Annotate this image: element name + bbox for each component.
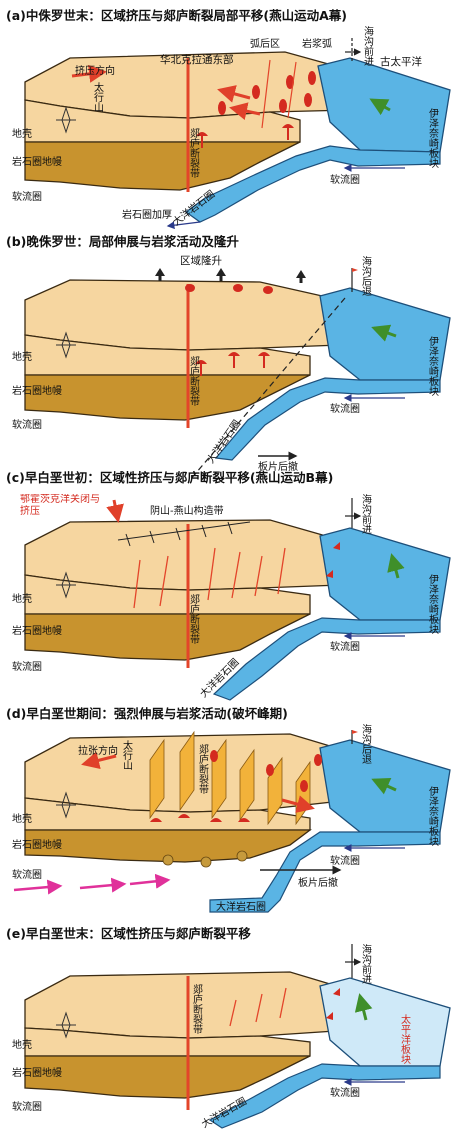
label-asth-c: 软流圈 [12, 660, 42, 673]
label-backarc-a: 弧后区 [250, 37, 280, 50]
panel-b-title: (b)晚侏罗世：局部伸展与岩浆活动及隆升 [6, 234, 239, 249]
label-nce-a: 华北克拉通东部 [160, 53, 234, 66]
label-asth-right-c: 软流圈 [330, 640, 360, 653]
label-mantle-e: 岩石圈地幔 [12, 1066, 62, 1079]
label-compress-a: 挤压方向 [75, 64, 115, 77]
label-asth-right-a: 软流圈 [330, 173, 360, 186]
label-taihang-a: 太行山 [92, 81, 104, 112]
panel-e: (e)早白垩世末：区域性挤压与郯庐断裂平移 地壳 岩石圈地幔 软流圈 软流圈 郯… [6, 926, 451, 1131]
label-asth-a: 软流圈 [12, 190, 42, 203]
panel-d-title: (d)早白垩世期间：强烈伸展与岩浆活动(破坏峰期) [6, 706, 288, 721]
label-thickening-a: 岩石圈加厚 [122, 208, 172, 221]
label-trench-b: 海沟后退 [360, 255, 372, 296]
label-asth-e: 软流圈 [12, 1100, 42, 1113]
panel-e-title: (e)早白垩世末：区域性挤压与郯庐断裂平移 [6, 926, 251, 941]
label-fault-e: 郯庐断裂带 [191, 983, 203, 1035]
label-trench-a: 海沟前进 [362, 25, 374, 66]
label-plate-c: 伊泽奈崎板块 [427, 574, 439, 635]
label-asth-b: 软流圈 [12, 418, 42, 431]
label-plate-a: 伊泽奈崎板块 [427, 108, 439, 169]
label-trench-e: 海沟前进 [360, 943, 372, 984]
label-asth-right-e: 软流圈 [330, 1086, 360, 1099]
label-yinshan-c: 阴山-燕山构造带 [150, 504, 224, 517]
label-plate-b: 伊泽奈崎板块 [427, 336, 439, 397]
label-pacific-a: 古太平洋 [380, 55, 422, 68]
label-arc-a: 岩浆弧 [302, 37, 332, 50]
label-plate-e: 太平洋板块 [399, 1013, 411, 1065]
label-trench-c: 海沟前进 [360, 493, 372, 534]
label-crust-c: 地壳 [12, 592, 32, 605]
label-crust-a: 地壳 [12, 127, 32, 140]
label-fault-a: 郯庐断裂带 [188, 127, 200, 179]
label-fault-d: 郯庐断裂带 [197, 743, 209, 795]
label-crust-e: 地壳 [12, 1038, 32, 1051]
label-plate-d: 伊泽奈崎板块 [427, 786, 439, 847]
label-mantle-b: 岩石圈地幔 [12, 384, 62, 397]
panel-c: (c)早白垩世初：区域性挤压与郯庐断裂平移(燕山运动B幕) 地壳 岩石圈地幔 软… [6, 470, 451, 701]
label-extension-d: 拉张方向 [78, 744, 118, 757]
label-fault-b: 郯庐断裂带 [188, 355, 200, 407]
label-crust-b: 地壳 [12, 350, 32, 363]
label-rollback-d: 板片后撤 [298, 876, 338, 889]
panel-b: (b)晚侏罗世：局部伸展与岩浆活动及隆升 地壳 岩石圈地幔 软流圈 软流圈 板片… [6, 234, 451, 481]
label-oceanlith-d: 大洋岩石圈 [216, 900, 266, 913]
label-taihang-d: 太行山 [121, 739, 133, 770]
label-rollback-b: 板片后撤 [258, 460, 298, 473]
label-asth-right-d: 软流圈 [330, 854, 360, 867]
label-mantle-c: 岩石圈地幔 [12, 624, 62, 637]
label-asth-right-b: 软流圈 [330, 402, 360, 415]
label-fault-c: 郯庐断裂带 [188, 593, 200, 645]
label-uplift-b: 区域隆升 [180, 254, 222, 267]
panel-d: (d)早白垩世期间：强烈伸展与岩浆活动(破坏峰期) [6, 706, 451, 913]
label-mantle-d: 岩石圈地幔 [12, 838, 62, 851]
label-mantle-a: 岩石圈地幔 [12, 155, 62, 168]
panel-c-title: (c)早白垩世初：区域性挤压与郯庐断裂平移(燕山运动B幕) [6, 470, 333, 485]
panel-a-title: (a)中侏罗世末：区域挤压与郯庐断裂局部平移(燕山运动A幕) [6, 8, 347, 23]
label-asth-d: 软流圈 [12, 868, 42, 881]
label-okhotsk-c-box: 鄂霍茨克洋关闭与挤压 [20, 494, 100, 517]
label-trench-d: 海沟后退 [360, 723, 372, 764]
panel-a: (a)中侏罗世末：区域挤压与郯庐断裂局部平移(燕山运动A幕) [6, 8, 451, 230]
label-okhotsk-c: 鄂霍茨克洋关闭与挤压 [20, 494, 100, 517]
label-crust-d: 地壳 [12, 812, 32, 825]
